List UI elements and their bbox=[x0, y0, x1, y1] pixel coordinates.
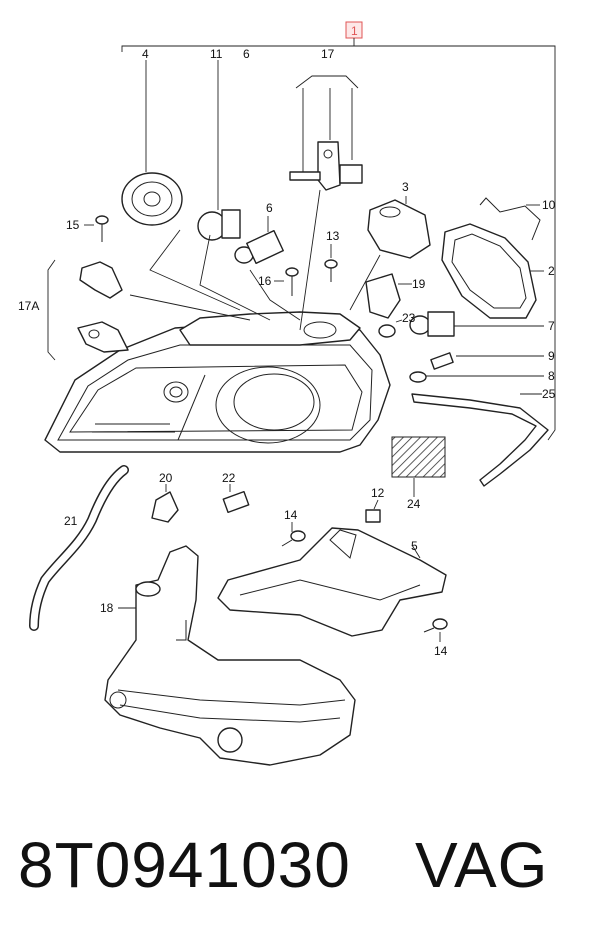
part-23-grommet bbox=[378, 319, 403, 338]
callout-5: 5 bbox=[411, 539, 418, 553]
part-21-hose bbox=[29, 465, 129, 631]
main-callout-label: 1 bbox=[351, 24, 358, 38]
callout-13: 13 bbox=[326, 229, 340, 243]
part-7-bulb bbox=[409, 311, 544, 337]
part-4-cap bbox=[121, 60, 183, 226]
headlight-housing bbox=[44, 311, 391, 453]
callout-17a: 17A bbox=[18, 299, 39, 313]
callout-14b: 14 bbox=[434, 644, 448, 658]
part-11-bulb bbox=[197, 60, 241, 241]
caption: 8T0941030 VAG bbox=[0, 828, 600, 928]
callout-2: 2 bbox=[548, 264, 555, 278]
callout-24: 24 bbox=[407, 497, 421, 511]
part-6-bulb bbox=[234, 216, 284, 265]
part-17a-brackets bbox=[47, 259, 129, 361]
part-10-clip bbox=[479, 197, 541, 241]
callout-22: 22 bbox=[222, 471, 236, 485]
callout-20: 20 bbox=[159, 471, 173, 485]
callout-23: 23 bbox=[402, 311, 416, 325]
callout-11: 11 bbox=[210, 47, 223, 61]
part-3-motor bbox=[367, 196, 431, 259]
callout-7: 7 bbox=[548, 319, 555, 333]
part-25-strip bbox=[411, 393, 549, 487]
screws bbox=[84, 215, 338, 296]
callout-9: 9 bbox=[548, 349, 555, 363]
part-12-14 bbox=[281, 499, 448, 642]
callout-21: 21 bbox=[64, 514, 78, 528]
part-17-bracket bbox=[289, 75, 363, 191]
callout-25: 25 bbox=[542, 387, 556, 401]
brand-name: VAG bbox=[415, 829, 549, 901]
callout-4: 4 bbox=[142, 47, 149, 61]
part-9-8-bulbs bbox=[409, 352, 544, 383]
part-24-label bbox=[391, 436, 446, 497]
callout-6b: 6 bbox=[266, 201, 273, 215]
callout-19: 19 bbox=[412, 277, 426, 291]
callout-16: 16 bbox=[258, 274, 272, 288]
callout-14a: 14 bbox=[284, 508, 298, 522]
part-20-22 bbox=[151, 484, 250, 523]
part-19-connector bbox=[365, 273, 412, 319]
callout-3: 3 bbox=[402, 180, 409, 194]
part-5-bracket bbox=[217, 527, 447, 637]
callout-10: 10 bbox=[542, 198, 556, 212]
leader-lines bbox=[129, 189, 381, 331]
part-number: 8T0941030 bbox=[18, 829, 351, 901]
part-2-gasket bbox=[441, 223, 544, 319]
assembly-bracket: 1 bbox=[121, 21, 556, 441]
callout-12: 12 bbox=[371, 486, 385, 500]
callout-labels: 4 11 6 17 3 10 6 15 13 2 16 19 17A 23 7 … bbox=[18, 47, 556, 658]
callout-6a: 6 bbox=[243, 47, 250, 61]
callout-17: 17 bbox=[321, 47, 335, 61]
callout-15: 15 bbox=[66, 218, 80, 232]
callout-8: 8 bbox=[548, 369, 555, 383]
part-18-main-bracket bbox=[104, 545, 356, 766]
callout-18: 18 bbox=[100, 601, 114, 615]
